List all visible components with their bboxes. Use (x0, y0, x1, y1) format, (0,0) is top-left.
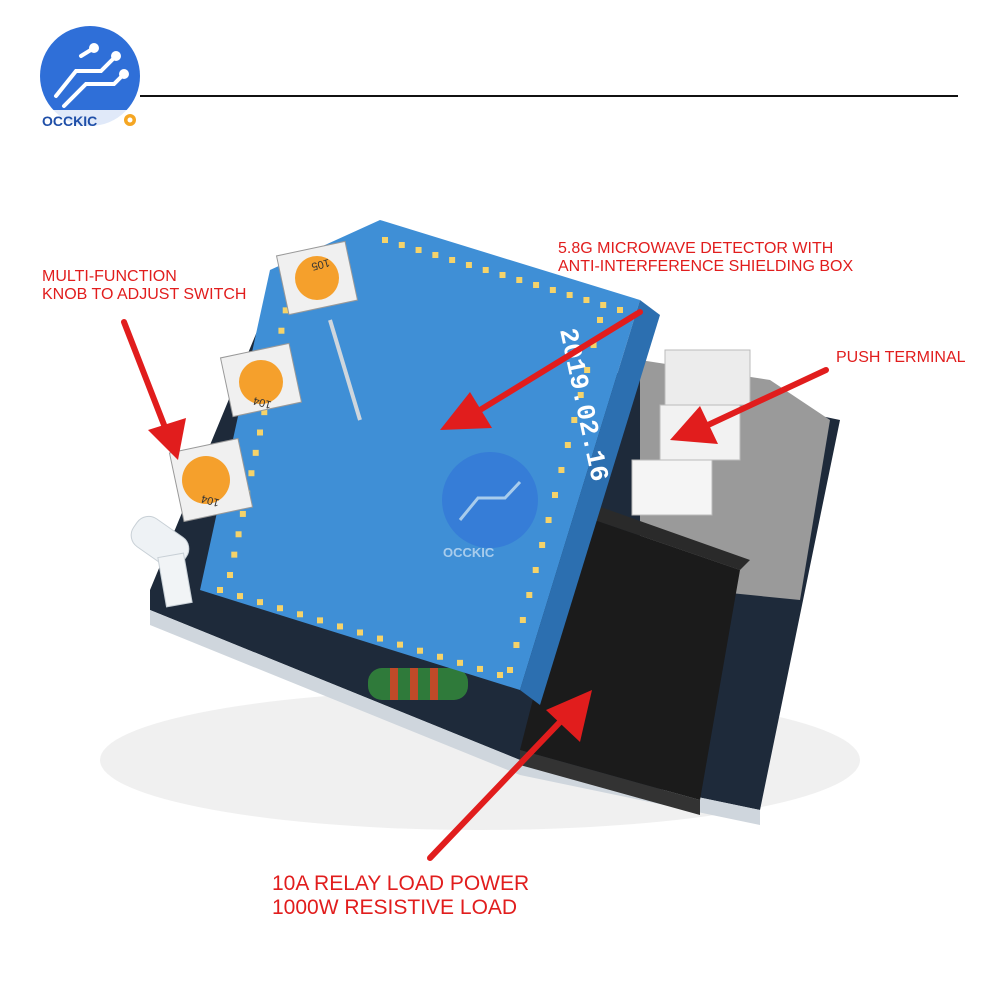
module-pad (564, 442, 571, 448)
module-pad (539, 542, 546, 548)
module-pad (457, 659, 463, 666)
module-pad (248, 470, 255, 477)
module-pad (231, 551, 238, 558)
occkic-logo: OCCKIC (38, 26, 142, 130)
module-pad (257, 599, 263, 606)
callout-microwave: 5.8G MICROWAVE DETECTOR WITH ANTI-INTERF… (558, 240, 853, 276)
led (130, 515, 193, 608)
callout-relay: 10A RELAY LOAD POWER 1000W RESISTIVE LOA… (272, 872, 529, 919)
module-pad (499, 272, 506, 278)
module-pad (261, 409, 268, 416)
callout-terminal: PUSH TERMINAL (836, 349, 966, 367)
arrow-microwave (440, 309, 643, 430)
module-pad (297, 611, 303, 618)
module-pad (532, 567, 539, 573)
module-pad (590, 342, 597, 348)
module-pad (577, 392, 584, 398)
potentiometer-2: 104 (219, 342, 303, 418)
module-pad (252, 449, 259, 456)
module-pad (239, 510, 246, 517)
terminal-slot-1 (664, 349, 751, 406)
callout-relay-line2: 1000W RESISTIVE LOAD (272, 895, 518, 919)
module-pad (533, 282, 540, 288)
module-pad (552, 492, 558, 498)
antenna-wire (328, 319, 362, 421)
potentiometer-1: 105 (275, 240, 359, 316)
module-pad (237, 593, 243, 600)
module-pad (257, 429, 263, 436)
module-pad (415, 247, 422, 253)
arrow-relay (427, 690, 592, 861)
pot-label-1: 105 (310, 256, 331, 272)
logo-text: OCCKIC (42, 113, 97, 129)
module-pad (516, 277, 523, 283)
module-pad (513, 642, 520, 648)
module-pad (217, 587, 223, 593)
module-pad (235, 531, 242, 538)
microwave-module: 2019.02.16 (200, 220, 660, 705)
callout-relay-line1: 10A RELAY LOAD POWER (272, 872, 530, 895)
potentiometer-3: 104 (168, 437, 254, 523)
watermark-logo: OCCKIC (442, 452, 538, 560)
inductor (368, 668, 468, 700)
module-pad (584, 367, 591, 373)
module-pad (482, 267, 489, 273)
module-pad (566, 292, 573, 298)
callout-knob-line2: KNOB TO ADJUST SWITCH (42, 285, 247, 303)
module-pad (437, 653, 443, 660)
module-pad (397, 641, 403, 648)
watermark-text: OCCKIC (443, 545, 495, 560)
callout-terminal-line1: PUSH TERMINAL (836, 349, 966, 366)
module-pad (571, 417, 578, 423)
arrow-terminal (670, 367, 829, 444)
module-pad (357, 629, 363, 636)
pot-label-2: 104 (252, 394, 273, 410)
arrow-knob (121, 319, 186, 460)
module-pad (477, 665, 483, 672)
module-pad (432, 252, 439, 258)
module-pad (317, 617, 323, 624)
module-pad (549, 287, 556, 293)
module-pad (583, 297, 590, 303)
module-pad (377, 635, 383, 642)
module-pad (558, 467, 565, 473)
module-pad (600, 302, 607, 308)
module-pad (507, 667, 513, 673)
module-pad (465, 262, 472, 268)
module-pad (278, 327, 285, 334)
module-pad (398, 242, 405, 248)
module-pad (282, 307, 289, 314)
module-pad (449, 257, 456, 263)
module-pad (497, 672, 503, 678)
callout-microwave-line1: 5.8G MICROWAVE DETECTOR WITH (558, 240, 834, 257)
module-pad (277, 605, 283, 612)
module-pad (617, 307, 623, 313)
module-pad (417, 647, 423, 654)
callout-knob-line1: MULTI-FUNCTION (42, 268, 177, 285)
pot-label-3: 104 (200, 492, 221, 508)
module-pad (227, 572, 233, 578)
header-divider (140, 95, 958, 97)
callout-knob: MULTI-FUNCTION KNOB TO ADJUST SWITCH (42, 268, 246, 304)
module-pad (337, 623, 343, 630)
terminal-slot-3 (631, 459, 713, 516)
module-pad (526, 592, 533, 598)
module-pad (545, 517, 552, 523)
callout-microwave-line2: ANTI-INTERFERENCE SHIELDING BOX (558, 257, 854, 275)
module-pad (597, 317, 603, 323)
module-pad (382, 237, 388, 243)
module-pad (519, 617, 526, 623)
